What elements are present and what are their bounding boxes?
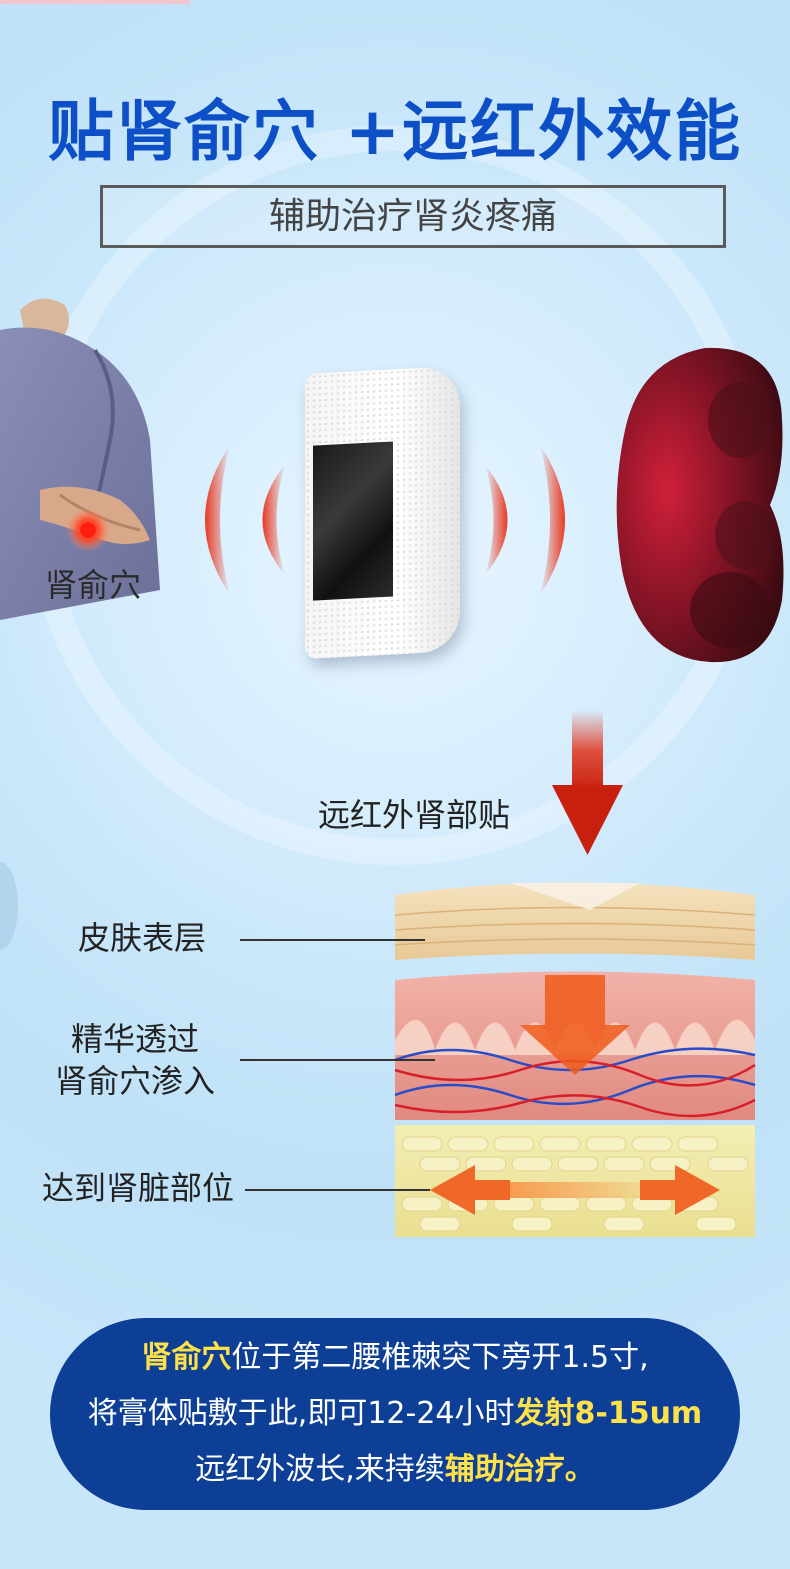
kidney-illustration [616, 347, 784, 663]
label-skin-surface: 皮肤表层 [78, 919, 207, 957]
patch-black-pad [313, 441, 393, 601]
label-penetrate-line1: 精华透过 [71, 1020, 200, 1058]
label-penetrate: 精华透过 肾俞穴渗入 [55, 1018, 215, 1102]
info-line-2-text: 将膏体贴敷于此,即可12-24小时 [87, 1396, 515, 1431]
side-decoration [0, 862, 18, 950]
info-line-3: 远红外波长,来持续辅助治疗。 [50, 1442, 740, 1498]
skin-layers-diagram [394, 882, 756, 1237]
infrared-wave-left-icon [205, 445, 285, 595]
label-kidney: 达到肾脏部位 [42, 1169, 235, 1207]
info-line-1-text: 位于第二腰椎棘突下旁开1.5寸, [231, 1340, 649, 1375]
info-line-3-text: 远红外波长,来持续 [195, 1452, 445, 1487]
acupoint-label: 肾俞穴 [45, 566, 142, 604]
info-line-1-highlight: 肾俞穴 [141, 1340, 232, 1375]
info-line-1: 肾俞穴位于第二腰椎棘突下旁开1.5寸, [50, 1330, 740, 1386]
kidney-patch-image [305, 365, 460, 660]
leader-line-penetrate [240, 1059, 435, 1061]
man-back-illustration [0, 298, 160, 620]
info-line-2-highlight: 发射8-15um [514, 1396, 703, 1431]
subtitle: 辅助治疗肾炎疼痛 [268, 196, 557, 237]
info-box: 肾俞穴位于第二腰椎棘突下旁开1.5寸, 将膏体贴敷于此,即可12-24小时发射8… [50, 1318, 740, 1510]
subtitle-box: 辅助治疗肾炎疼痛 [100, 185, 726, 248]
down-arrow-icon [552, 710, 623, 855]
leader-line-kidney [245, 1189, 430, 1191]
info-line-3-highlight: 辅助治疗。 [444, 1452, 595, 1487]
label-penetrate-line2: 肾俞穴渗入 [55, 1062, 216, 1100]
top-decor-strip [0, 0, 190, 4]
patch-caption: 远红外肾部贴 [318, 796, 511, 834]
info-line-2: 将膏体贴敷于此,即可12-24小时发射8-15um [50, 1386, 740, 1442]
page-title: 贴肾俞穴 +远红外效能 [47, 93, 743, 170]
leader-line-skin [240, 939, 425, 941]
infrared-wave-right-icon [485, 445, 565, 595]
